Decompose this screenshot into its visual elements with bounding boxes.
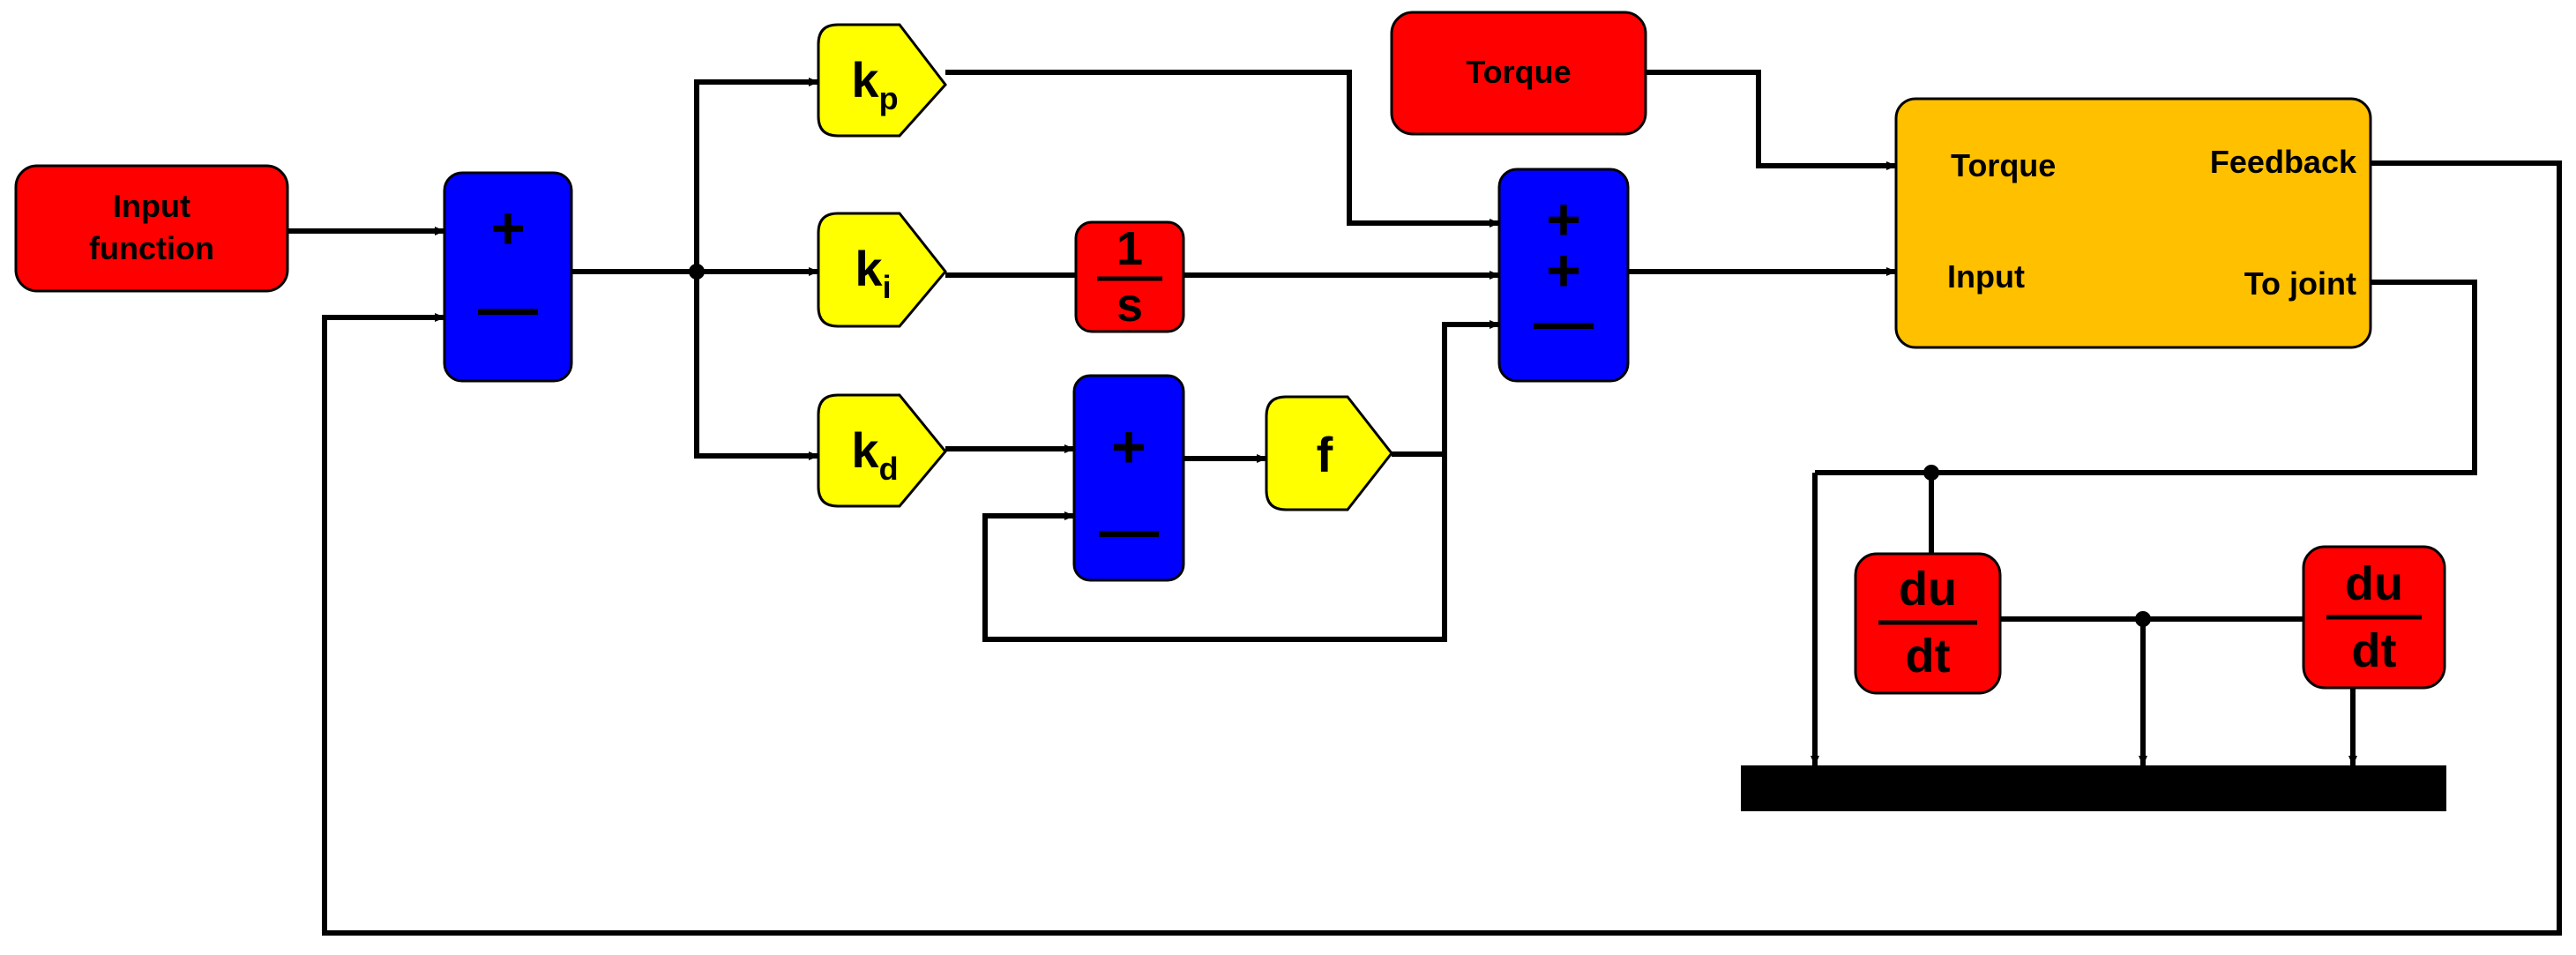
- plant-feedback-port-label: Feedback: [2210, 144, 2357, 180]
- junction-dot-deriv: [2135, 611, 2151, 627]
- gain-kd-block[interactable]: kd: [817, 393, 947, 508]
- derivative-block-1[interactable]: du dt: [1854, 552, 2002, 695]
- derivative-block-2[interactable]: du dt: [2302, 545, 2446, 690]
- sum-block-derivative-minus: —: [1099, 496, 1159, 563]
- sum-block-1-box: [443, 171, 573, 383]
- gain-ki-label: ki: [855, 241, 891, 305]
- bus-bar[interactable]: [1741, 765, 2446, 811]
- sum-block-1[interactable]: + —: [443, 171, 573, 383]
- derivative-block-2-numerator: du: [2345, 557, 2403, 610]
- sum-block-derivative-plus: +: [1111, 414, 1146, 481]
- derivative-block-1-denominator: dt: [1906, 630, 1951, 683]
- input-function-box: [14, 164, 289, 293]
- sum-block-2-box: [1497, 168, 1630, 383]
- gain-f-label: f: [1317, 427, 1333, 482]
- sum-block-1-plus: +: [490, 195, 526, 262]
- derivative-block-2-denominator: dt: [2352, 624, 2397, 677]
- integrator-block[interactable]: 1 s: [1074, 220, 1185, 333]
- connection-wires: [287, 70, 2562, 936]
- gain-kd-shape: [817, 393, 947, 508]
- gain-kd-label: kd: [851, 422, 898, 487]
- wire-torque-to-plant: [1646, 70, 1897, 170]
- wire-f-to-sum2: [1392, 320, 1500, 457]
- wire-f-feedback-loop: [982, 454, 1447, 642]
- integrator-denominator: s: [1116, 279, 1143, 332]
- sum-block-1-minus: —: [478, 274, 538, 341]
- plant-box: [1894, 97, 2372, 349]
- sum-block-2[interactable]: + + —: [1497, 168, 1630, 383]
- gain-kp-block[interactable]: kp: [817, 23, 947, 138]
- derivative-block-1-numerator: du: [1899, 563, 1957, 616]
- plant-block[interactable]: Torque Feedback Input To joint: [1894, 97, 2372, 349]
- gain-kp-shape: [817, 23, 947, 138]
- torque-source-box: [1390, 11, 1647, 136]
- gain-f-shape: [1265, 395, 1393, 511]
- sum-block-derivative-box: [1072, 374, 1185, 582]
- plant-input-port-label: Input: [1947, 258, 2025, 295]
- wire-feedback-loop: [322, 160, 2562, 936]
- input-function-line2: function: [89, 230, 214, 266]
- wire-kp-to-sum2: [945, 70, 1500, 228]
- input-function-line1: Input: [113, 188, 190, 224]
- integrator-numerator: 1: [1116, 222, 1143, 275]
- junction-dot-joint: [1923, 465, 1939, 481]
- gain-kp-label: kp: [851, 52, 898, 116]
- gain-ki-block[interactable]: ki: [817, 212, 947, 328]
- torque-source-label: Torque: [1466, 54, 1571, 90]
- plant-to-joint-port-label: To joint: [2244, 265, 2356, 302]
- junction-dots: [689, 264, 2151, 627]
- junction-dot-branch: [689, 264, 705, 280]
- sum-block-2-plus-middle: +: [1546, 237, 1581, 304]
- plant-torque-port-label: Torque: [1951, 147, 2056, 183]
- wire-to-joint: [1815, 280, 2477, 475]
- sum-block-2-minus: —: [1534, 288, 1594, 355]
- gain-f-block[interactable]: f: [1265, 395, 1393, 511]
- sum-block-derivative[interactable]: + —: [1072, 374, 1185, 582]
- input-function-block[interactable]: Input function: [14, 164, 289, 293]
- gain-ki-shape: [817, 212, 947, 328]
- torque-source-block[interactable]: Torque: [1390, 11, 1647, 136]
- sum-block-2-plus-top: +: [1546, 186, 1581, 253]
